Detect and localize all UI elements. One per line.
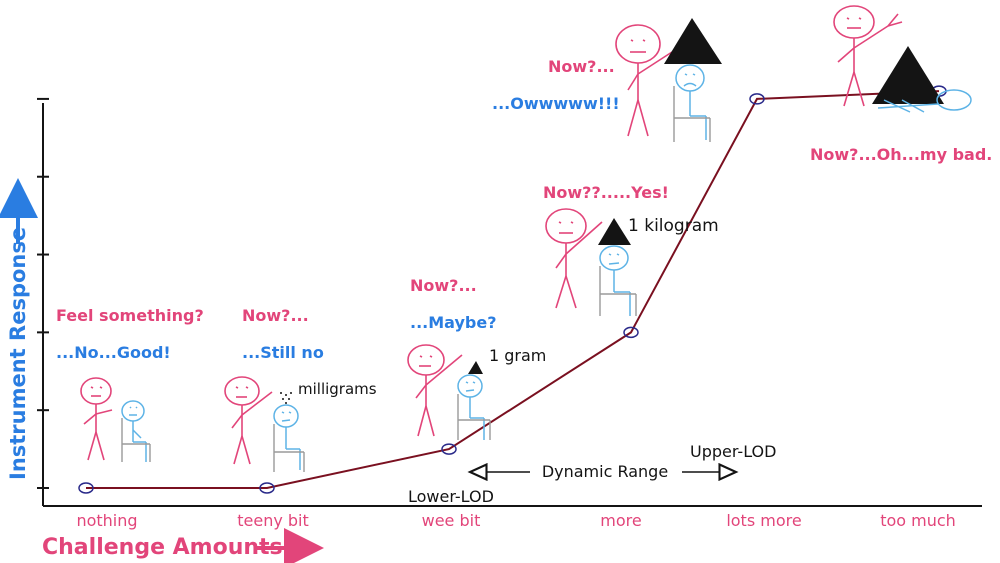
- subject-figure-2: [273, 404, 301, 470]
- chair-1: [121, 418, 151, 462]
- subject-figure-1: [121, 400, 147, 462]
- lower-lod-label: Lower-LOD: [408, 487, 494, 506]
- examiner-figure-4: [545, 208, 603, 309]
- weight-1000-kg: [872, 46, 944, 104]
- y-axis-title: Instrument Response: [6, 227, 30, 480]
- dialogue-4-weight: 1 kilogram: [628, 216, 719, 236]
- x-tick-label-more: more: [600, 511, 641, 530]
- dialogue-2-answer: ...Still no: [242, 343, 324, 362]
- dynamic-range-label: Dynamic Range: [542, 462, 668, 481]
- examiner-figure-5: [615, 24, 673, 137]
- examiner-figure-2: [224, 376, 273, 465]
- dialogue-1-question: Feel something?: [56, 306, 204, 325]
- dialogue-3-weight: 1 gram: [489, 346, 546, 365]
- subject-figure-4: [599, 245, 631, 316]
- chair-4: [599, 266, 637, 316]
- dialogue-2-weight: milligrams: [298, 380, 377, 398]
- weight-dust-2: [280, 392, 292, 404]
- dialogue-1-answer: ...No...Good!: [56, 343, 171, 362]
- dialogue-3-question: Now?...: [410, 276, 477, 295]
- x-axis-title: Challenge Amounts: [42, 535, 283, 560]
- data-point-lots-more: [749, 93, 765, 105]
- dialogue-4-question: Now??.....Yes!: [543, 183, 669, 202]
- x-tick-label-teeny-bit: teeny bit: [237, 511, 309, 530]
- chair-5: [673, 86, 711, 142]
- y-ticks: [37, 97, 49, 489]
- subject-figure-3: [457, 374, 485, 440]
- data-point-nothing: [78, 482, 94, 494]
- weight-1-gram: [468, 361, 483, 374]
- dialogue-5-question: Now?...: [548, 57, 615, 76]
- data-point-teeny-bit: [259, 482, 275, 494]
- subject-figure-6: [877, 89, 972, 113]
- dialogue-6-question: Now?...Oh...my bad.: [810, 145, 992, 164]
- chair-2: [273, 424, 305, 472]
- x-tick-label-lots-more: lots more: [726, 511, 801, 530]
- dialogue-2-question: Now?...: [242, 306, 309, 325]
- upper-lod-label: Upper-LOD: [690, 442, 776, 461]
- examiner-figure-6: [833, 5, 903, 107]
- chair-3: [457, 394, 491, 440]
- data-point-more: [623, 326, 639, 339]
- examiner-figure-1: [80, 377, 113, 461]
- dialogue-3-answer: ...Maybe?: [410, 313, 496, 332]
- data-point-wee-bit: [441, 443, 457, 455]
- response-curve: [86, 90, 940, 489]
- examiner-figure-3: [407, 344, 463, 437]
- x-tick-label-nothing: nothing: [76, 511, 137, 530]
- weight-1-kilogram: [598, 218, 631, 245]
- subject-figure-5: [675, 64, 707, 140]
- dialogue-5-answer: ...Owwwww!!!: [492, 94, 620, 113]
- x-tick-label-too-much: too much: [880, 511, 956, 530]
- x-tick-label-wee-bit: wee bit: [422, 511, 481, 530]
- weight-100-kg: [664, 18, 722, 64]
